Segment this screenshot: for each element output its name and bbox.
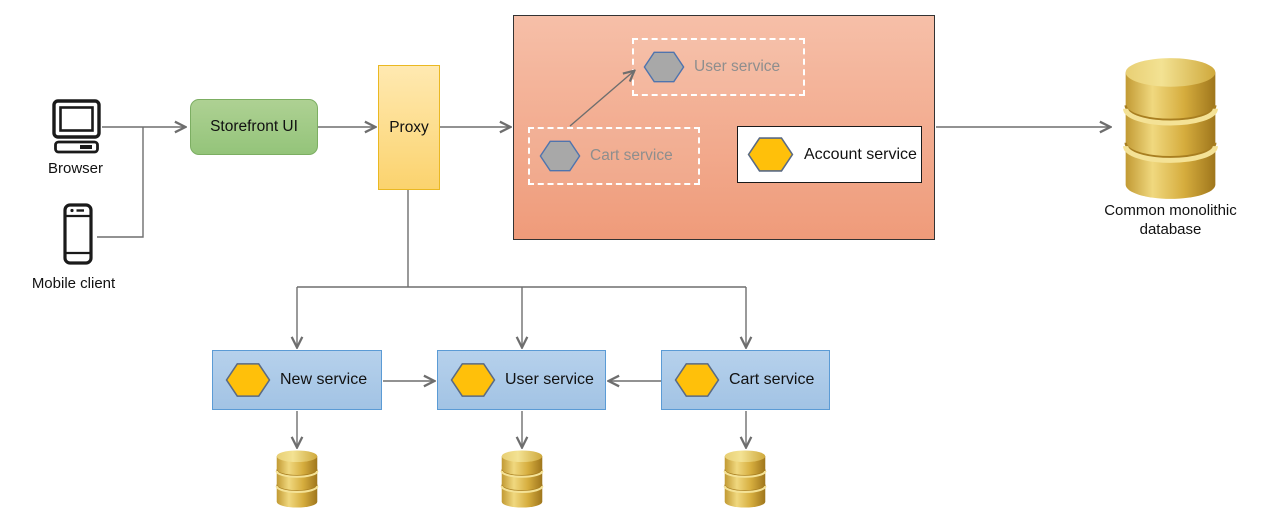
hexagon-icon [674,363,720,397]
database-icon [500,450,544,508]
database-icon [1113,57,1228,200]
account-service-node: Account service [737,126,922,183]
mobile-client-label: Mobile client [31,275,116,292]
hexagon-icon [225,363,271,397]
hexagon-icon [539,140,581,172]
storefront-ui-label: Storefront UI [210,118,298,135]
cart-service-label: Cart service [729,371,815,388]
hexagon-icon [643,51,685,83]
monolith-user-service-node: User service [632,38,805,96]
cart-service-node: Cart service [661,350,830,410]
mobile-phone-icon [63,203,93,265]
monolith-cart-service-label: Cart service [590,147,673,164]
database-icon [723,450,767,508]
user-service-node: User service [437,350,606,410]
proxy-node: Proxy [378,65,440,190]
monolith-cart-service-node: Cart service [528,127,700,185]
account-service-label: Account service [804,145,917,163]
edge-mobile-junction [97,127,144,238]
monolith-user-service-label: User service [694,58,781,75]
hexagon-icon [747,137,794,172]
proxy-label: Proxy [389,118,429,136]
database-icon [275,450,319,508]
hexagon-icon [450,363,496,397]
user-service-label: User service [505,371,594,388]
browser-label: Browser [47,160,103,177]
new-service-node: New service [212,350,382,410]
storefront-ui-node: Storefront UI [190,99,318,155]
new-service-label: New service [280,371,368,388]
monolithic-database-label: Common monolithic database [1104,202,1237,238]
desktop-computer-icon [52,99,101,154]
